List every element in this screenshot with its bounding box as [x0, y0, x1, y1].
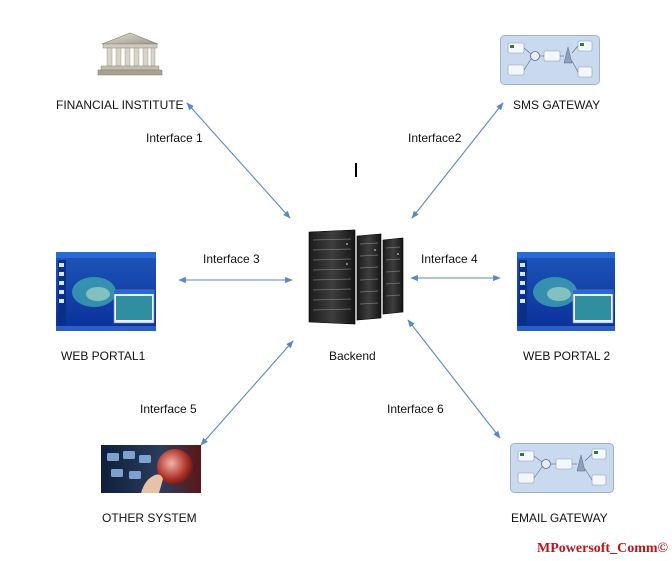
- node-label-backend: Backend: [329, 349, 376, 363]
- arrow-interface-5: [200, 340, 294, 446]
- interface-label-6: Interface 6: [387, 402, 444, 416]
- node-label-other-system: OTHER SYSTEM: [102, 511, 197, 525]
- node-label-web-portal-2: WEB PORTAL 2: [523, 349, 611, 363]
- node-label-web-portal-1: WEB PORTAL1: [61, 349, 146, 363]
- web-portal-screenshot-icon: [56, 252, 156, 331]
- arrow-interface-1: [186, 102, 291, 219]
- sms-gateway-diagram-icon: [500, 35, 600, 85]
- node-label-financial-institute: FINANCIAL INSTITUTE: [56, 98, 184, 112]
- interface-label-2: Interface2: [408, 131, 462, 145]
- node-label-sms-gateway: SMS GATEWAY: [513, 98, 601, 112]
- interface-label-4: Interface 4: [421, 252, 478, 266]
- watermark: MPowersoft_Comm©: [537, 541, 668, 556]
- interface-label-3: Interface 3: [203, 252, 260, 266]
- arrow-interface-2: [411, 102, 504, 219]
- other-system-touch-icon: [101, 445, 201, 493]
- server-rack-icon: [303, 226, 407, 328]
- web-portal-screenshot-icon: [517, 252, 615, 331]
- bank-building-icon: [96, 31, 164, 77]
- interface-label-5: Interface 5: [140, 402, 197, 416]
- text-cursor: [355, 163, 357, 177]
- arrow-interface-6: [407, 319, 501, 439]
- node-label-email-gateway: EMAIL GATEWAY: [511, 511, 608, 525]
- email-gateway-diagram-icon: [510, 443, 614, 493]
- interface-label-1: Interface 1: [146, 131, 203, 145]
